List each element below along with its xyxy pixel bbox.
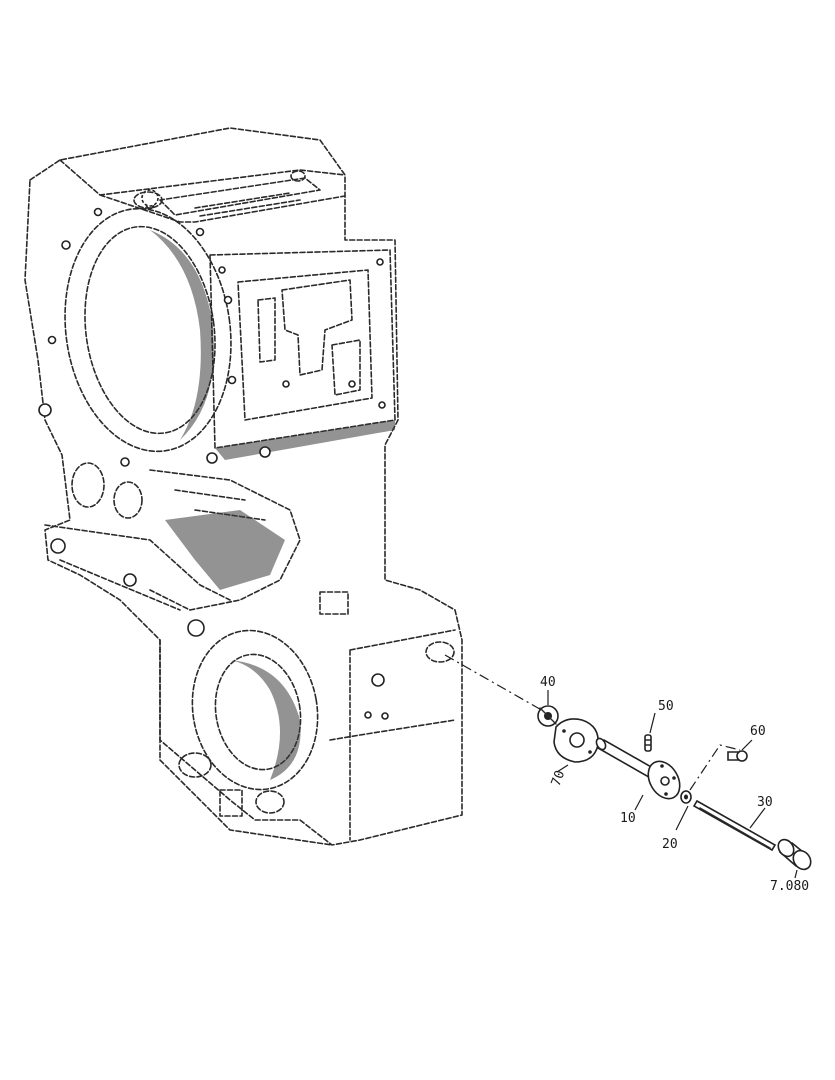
callout-40: 40 [540,675,556,690]
callout-20: 20 [662,837,678,852]
part-40-nut [537,705,559,727]
rear-output-boss [425,641,455,663]
callout-30: 30 [757,795,773,810]
housing-window [319,591,349,615]
control-cover-frame [209,249,396,449]
housing-lower-box [159,629,456,846]
mid-web-shadow-1 [165,510,285,590]
bracket-hole-left [50,538,66,554]
rear-bore-hole [371,673,385,687]
flange-hole-1 [71,462,105,508]
callout-70: 70 [549,768,568,788]
rear-bell-inner [214,653,302,771]
housing-lower-bracket [44,524,231,611]
part-60-bolt [727,750,748,762]
callout-10: 10 [620,811,636,826]
housing-lower-rim [329,719,456,741]
bell-opening-outer [64,207,232,453]
rear-small-hole [364,711,372,719]
assembly-axis-line [444,654,546,713]
assembly-axis-line-2 [689,744,741,791]
flange-hole-3 [120,457,130,467]
part-50-pin [644,734,652,752]
housing-upper-outline [24,127,463,846]
bell-opening-shadow [150,230,214,440]
callout-50: 50 [658,699,674,714]
rear-bell-shadow [230,660,301,780]
housing-top-plate [59,159,346,223]
part-20-oring [680,790,692,804]
part-30-rod [692,799,777,852]
part-70-gasket [553,718,599,763]
leader-lines [547,690,798,879]
housing-top-slot [194,192,301,217]
rear-small-hole-2 [381,712,389,720]
control-cover-inner [237,269,373,421]
bell-opening-inner [84,225,216,435]
control-cover-shadow [215,420,395,460]
rear-bell-outer [191,629,319,791]
bottom-pads [178,752,285,817]
bracket-hole-mid [123,573,137,587]
bracket-hole-right [187,619,205,637]
top-boss [133,191,163,209]
callout-60: 60 [750,724,766,739]
control-valve-channels [257,279,361,396]
bell-flange-bolts [38,189,237,464]
part-7080-cap [777,838,812,871]
flange-hole-2 [113,481,143,519]
housing-top-ridge [159,177,321,216]
top-boss-small [290,170,306,182]
part-10-shaft [595,737,681,800]
transmission-housing [24,127,463,846]
callout-7080: 7.080 [770,879,809,894]
control-cover-bolts [218,258,386,458]
